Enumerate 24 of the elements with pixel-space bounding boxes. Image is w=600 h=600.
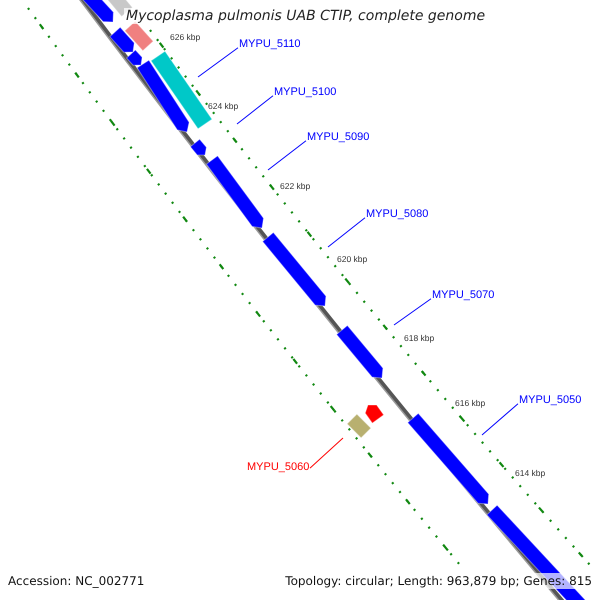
leader-line <box>198 47 238 78</box>
leader-line <box>328 217 366 248</box>
scale-label: 626 kbp <box>170 32 200 43</box>
gene-label: MYPU_5080 <box>366 208 428 221</box>
scale-label: 618 kbp <box>404 333 434 344</box>
scale-label: 622 kbp <box>280 181 310 192</box>
scale-label: 614 kbp <box>515 468 546 479</box>
gene-label: MYPU_5090 <box>307 131 370 144</box>
gene-label: MYPU_5060 <box>247 461 310 474</box>
leader-line <box>310 438 344 469</box>
footer-text: Topology: circular; Length: 963,879 bp; Genes: 815 <box>285 573 592 589</box>
scale-label: 616 kbp <box>455 398 486 409</box>
gene-label: MYPU_5070 <box>432 289 494 302</box>
scale-label: 620 kbp <box>337 254 368 265</box>
gene-label: MYPU_5100 <box>274 86 336 99</box>
leader-line <box>268 140 306 170</box>
gene-label: MYPU_5110 <box>239 38 301 51</box>
leader-line <box>482 403 518 436</box>
title: Mycoplasma pulmonis UAB CTIP, complete genome <box>124 8 488 24</box>
gene-label: MYPU_5050 <box>519 394 582 407</box>
leader-line <box>236 95 274 124</box>
leader-line <box>394 298 432 326</box>
footer-text: Accession: NC_002771 <box>8 573 144 589</box>
scale-label: 624 kbp <box>208 101 238 112</box>
